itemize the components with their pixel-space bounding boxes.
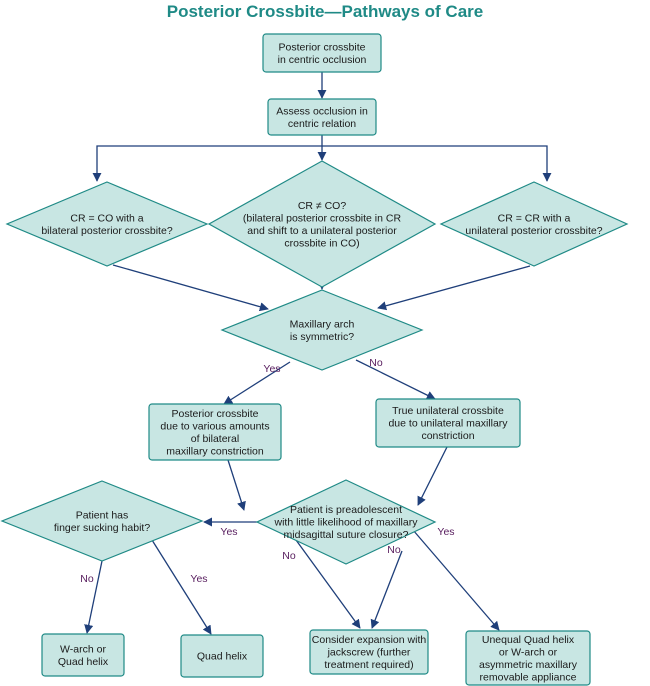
edge-label-pre-yes-left: Yes xyxy=(220,526,237,538)
node-text-line: or W-arch or xyxy=(499,646,558,658)
decision-diamond xyxy=(0,480,204,562)
node-text-line: asymmetric maxillary xyxy=(479,659,578,671)
node-text-line: due to unilateral maxillary xyxy=(388,418,508,430)
edge-assess-to-unilateral xyxy=(322,145,552,182)
edge-label-sym-no: No xyxy=(369,357,383,369)
node-text-line: of bilateral xyxy=(191,433,239,445)
node-text-line: is symmetric? xyxy=(290,331,354,343)
edge-pre-no-left xyxy=(295,539,361,629)
process-box xyxy=(262,33,382,73)
node-d-shift: CR ≠ CO?(bilateral posterior crossbite i… xyxy=(207,160,437,288)
node-text-line: with little likelihood of maxillary xyxy=(274,517,419,529)
edge-label-finger-yes: Yes xyxy=(190,573,207,585)
edge-symmetric-no xyxy=(355,359,436,400)
edge-label-pre-no-left: No xyxy=(282,550,296,562)
process-box xyxy=(375,398,521,448)
node-text-line: in centric occlusion xyxy=(278,54,367,66)
node-text-line: Unequal Quad helix xyxy=(482,634,575,646)
node-text-line: Quad helix xyxy=(58,656,109,668)
node-text-line: and shift to a unilateral posterior xyxy=(247,225,397,237)
node-text-line: removable appliance xyxy=(480,671,577,683)
node-text-line: midsagittal suture closure? xyxy=(284,529,409,541)
node-text-line: (bilateral posterior crossbite in CR xyxy=(243,212,402,224)
node-text-line: Maxillary arch xyxy=(290,318,355,330)
process-box xyxy=(267,98,377,136)
node-quadhelix: Quad helix xyxy=(180,634,264,678)
edge-bilateral-to-symmetric xyxy=(112,264,269,312)
node-text-line: Quad helix xyxy=(197,651,248,663)
node-text-line: CR = CO with a xyxy=(70,212,143,224)
process-box xyxy=(465,630,591,686)
node-text-line: unilateral posterior crossbite? xyxy=(465,225,602,237)
edge-label-pre-no-right: No xyxy=(387,544,401,556)
diagram-title: Posterior Crossbite—Pathways of Care xyxy=(166,2,484,21)
node-text-line: finger sucking habit? xyxy=(54,522,150,534)
edge-bilateral-constriction-to-pre xyxy=(227,459,246,511)
decision-diamond xyxy=(220,289,424,371)
edge-label-pre-yes-right: Yes xyxy=(437,526,454,538)
edge-unilateral-to-symmetric xyxy=(377,265,531,311)
node-text-line: due to various amounts xyxy=(160,420,269,432)
node-text-line: bilateral posterior crossbite? xyxy=(41,225,172,237)
node-text-line: Patient is preadolescent xyxy=(290,504,402,516)
node-text-line: Patient has xyxy=(76,509,129,521)
edge-finger-no xyxy=(84,560,103,634)
node-text-line: crossbite in CO) xyxy=(284,237,359,249)
process-box xyxy=(309,629,429,675)
edge-finger-yes xyxy=(151,539,212,635)
edge-unilateral-constriction-to-pre xyxy=(417,446,448,506)
decision-diamond xyxy=(5,181,209,267)
process-box xyxy=(180,634,264,678)
node-text-line: treatment required) xyxy=(324,659,413,671)
process-box xyxy=(41,633,125,677)
edge-label-sym-yes: Yes xyxy=(263,363,280,375)
node-text-line: Assess occlusion in xyxy=(276,105,368,117)
decision-diamond xyxy=(207,160,437,288)
node-text-line: Posterior crossbite xyxy=(172,408,259,420)
node-text-line: CR ≠ CO? xyxy=(298,200,347,212)
node-text-line: Consider expansion with xyxy=(312,634,427,646)
edge-symmetric-yes xyxy=(223,361,291,405)
edge-assess-to-bilateral xyxy=(92,135,323,182)
node-text-line: CR = CR with a xyxy=(498,212,571,224)
process-box xyxy=(148,403,282,461)
node-text-line: W-arch or xyxy=(60,643,106,655)
node-text-line: constriction xyxy=(421,430,474,442)
edge-pre-no-right xyxy=(370,550,403,629)
node-text-line: centric relation xyxy=(288,118,356,130)
edge-pre-yes-right xyxy=(412,529,500,631)
node-text-line: maxillary constriction xyxy=(166,445,264,457)
node-text-line: Posterior crossbite xyxy=(279,41,366,53)
decision-diamond xyxy=(255,479,437,565)
decision-diamond xyxy=(439,181,629,267)
edge-label-finger-no: No xyxy=(80,573,94,585)
node-text-line: jackscrew (further xyxy=(327,647,411,659)
node-text-line: True unilateral crossbite xyxy=(392,405,504,417)
